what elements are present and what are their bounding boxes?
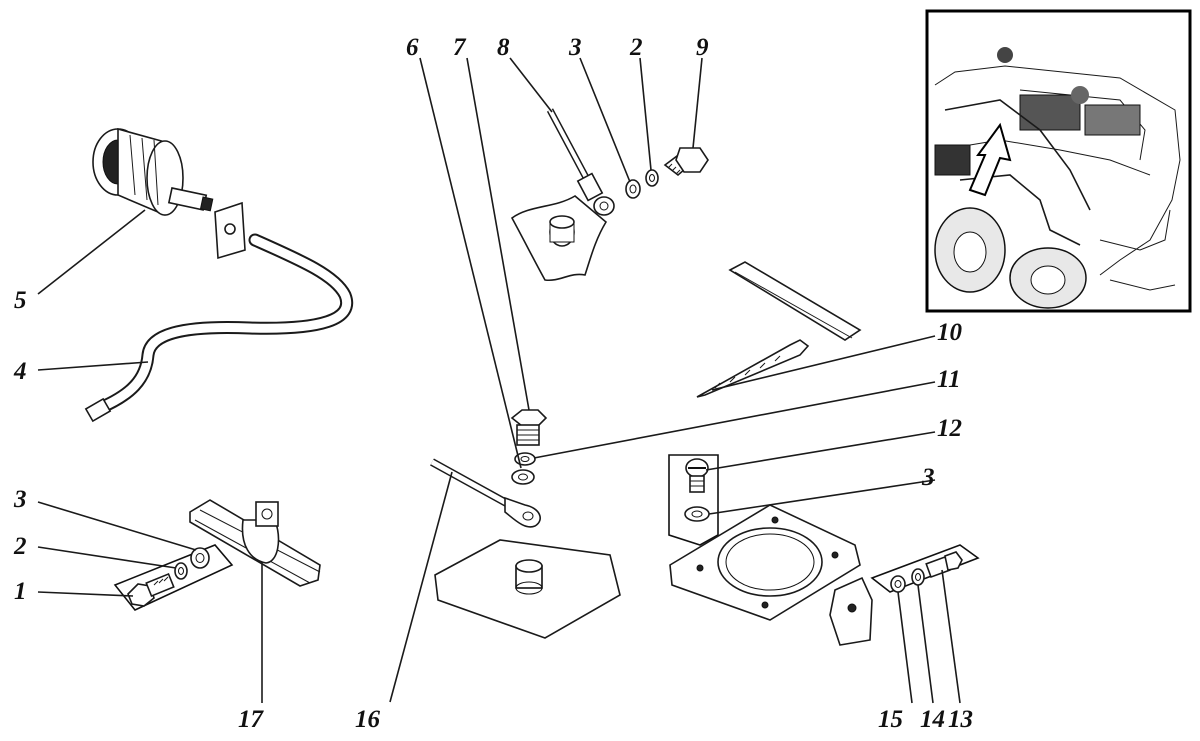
callout-7: 7 bbox=[453, 34, 467, 61]
locator-inset bbox=[925, 9, 1192, 313]
part-12-screw bbox=[685, 458, 709, 493]
callout-14: 14 bbox=[920, 706, 945, 733]
leader-lines bbox=[37, 57, 961, 704]
callout-3-top: 3 bbox=[568, 34, 582, 61]
vehicle-sketch bbox=[934, 47, 1181, 309]
instrument-panel bbox=[669, 504, 861, 621]
part-10-channel bbox=[728, 261, 862, 341]
side-bracket bbox=[829, 576, 873, 646]
part-16-mount-plate bbox=[434, 539, 621, 639]
callout-13: 13 bbox=[948, 706, 973, 733]
location-arrow bbox=[968, 122, 1012, 197]
callout-2-left: 2 bbox=[13, 533, 27, 560]
part-8-mount-plate bbox=[510, 195, 608, 282]
part-14-washer bbox=[911, 568, 925, 586]
callout-1: 1 bbox=[14, 578, 27, 605]
part-12-3-callout-box bbox=[668, 454, 719, 546]
part-13-15-callout-box bbox=[870, 544, 980, 593]
callout-16: 16 bbox=[355, 706, 381, 733]
callout-11: 11 bbox=[937, 366, 961, 393]
callout-10: 10 bbox=[937, 319, 963, 346]
part-5-gasket bbox=[214, 201, 246, 260]
part-13-screw bbox=[925, 551, 963, 579]
part-15-nut bbox=[890, 575, 906, 593]
part-6-washer bbox=[511, 469, 535, 485]
callout-3-panel: 3 bbox=[921, 464, 935, 491]
callout-labels: 5 4 6 7 8 3 2 9 10 11 12 3 15 14 13 16 1… bbox=[13, 34, 973, 733]
callout-9: 9 bbox=[696, 34, 709, 61]
part-9-bolt bbox=[663, 147, 709, 177]
callout-8: 8 bbox=[497, 34, 510, 61]
callout-4: 4 bbox=[13, 358, 27, 385]
callout-6: 6 bbox=[406, 34, 419, 61]
part-3-washer-top bbox=[625, 179, 641, 199]
part-7-bolt bbox=[510, 409, 548, 446]
part-4-tube bbox=[84, 233, 354, 423]
part-2-lockwasher-top bbox=[645, 169, 659, 187]
part-2-lockwasher-left bbox=[174, 562, 188, 580]
part-8-cable bbox=[546, 108, 615, 216]
part-16-ground-cable bbox=[430, 458, 541, 528]
callout-17: 17 bbox=[238, 706, 265, 733]
part-17-clamp bbox=[189, 499, 321, 587]
part-10-cable-tie bbox=[696, 339, 810, 398]
part-5-sender bbox=[92, 127, 214, 216]
callout-3-left: 3 bbox=[13, 486, 27, 513]
callout-12: 12 bbox=[937, 415, 962, 442]
callout-15: 15 bbox=[878, 706, 903, 733]
callout-2-top: 2 bbox=[629, 34, 643, 61]
part-3-washer-left bbox=[190, 547, 210, 569]
part-1-bolt bbox=[127, 572, 175, 607]
part-3-washer-panel bbox=[684, 506, 710, 522]
callout-5: 5 bbox=[14, 287, 27, 314]
